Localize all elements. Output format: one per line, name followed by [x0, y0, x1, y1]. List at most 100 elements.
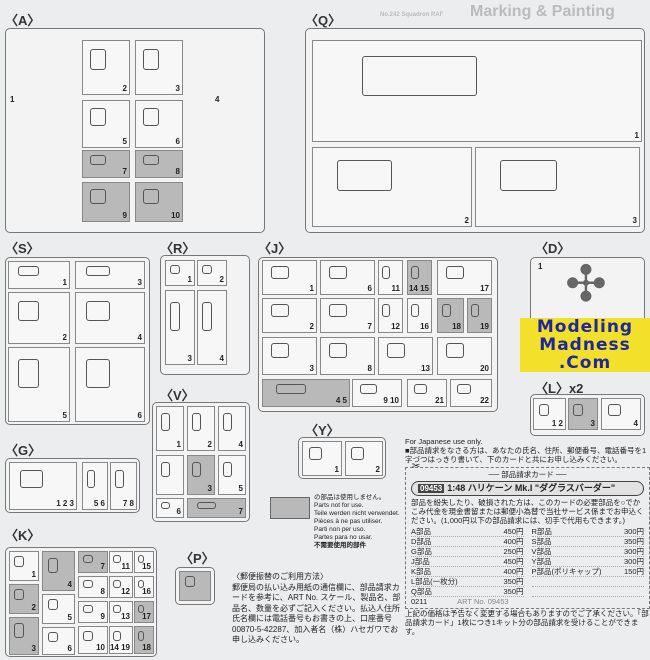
part-cell: 4	[75, 292, 145, 344]
postal-body: 郵便局の払い込み用紙の通信欄に、部品請求カードを参考に、ART No. スケール…	[232, 582, 401, 645]
part-number: 17	[480, 284, 489, 293]
part-number: 11	[121, 562, 130, 571]
price-part: A部品	[411, 527, 432, 536]
part-cell: 4	[601, 398, 641, 430]
part-number: 16	[142, 587, 151, 596]
part-cell: 6	[135, 100, 183, 148]
part-cell: 2	[82, 40, 130, 95]
part-number: 6	[175, 137, 180, 146]
part-drawing	[137, 555, 144, 563]
part-drawing	[471, 303, 480, 318]
part-drawing	[89, 48, 106, 71]
part-drawing	[538, 403, 550, 416]
part-number: 4	[633, 419, 638, 428]
part-drawing	[413, 383, 427, 395]
part-cell: 2	[197, 260, 227, 286]
part-cell: 1 2 3	[9, 462, 77, 510]
part-number: 13	[121, 612, 130, 621]
part-number: 4	[215, 95, 220, 104]
part-cell: 6	[156, 498, 184, 518]
part-drawing	[86, 358, 110, 389]
price-value: 350円	[503, 587, 524, 596]
part-drawing	[18, 300, 39, 321]
part-drawing	[18, 265, 39, 277]
part-cell: 3	[75, 261, 145, 289]
part-number: 2	[464, 216, 469, 225]
price-part: Y部品	[531, 557, 552, 566]
scissors-icon: ✂	[412, 461, 421, 472]
part-cell: 16	[407, 298, 432, 333]
section-title-v: 〈V〉	[160, 388, 195, 403]
header-subtitle: No.242 Squadron RAF	[380, 12, 444, 18]
section-title-p: 〈P〉	[180, 551, 215, 566]
section-title-y: 〈Y〉	[305, 423, 340, 438]
price-value: 350円	[503, 577, 524, 586]
price-part: P部品(ポリキャップ)	[531, 567, 602, 576]
price-part: D部品	[411, 537, 432, 546]
part-drawing	[270, 343, 290, 358]
part-cell: 8	[320, 337, 375, 375]
watermark-line: Modeling	[536, 317, 634, 337]
part-cell: 5	[82, 100, 130, 148]
part-number: 4	[137, 333, 142, 342]
legend-line: Teile werden nicht verwendet.	[314, 510, 400, 517]
part-number: 10	[96, 643, 105, 652]
part-drawing	[113, 580, 121, 588]
part-number: 11	[391, 284, 400, 293]
part-drawing	[457, 383, 471, 395]
card-body: 部品を紛失したり、破損された方は、このカードの必要部品を○でかこみ代金を現金書留…	[411, 498, 644, 525]
part-drawing	[202, 264, 212, 275]
part-number: 6	[67, 644, 72, 653]
part-drawing	[170, 301, 180, 332]
part-cell: 7	[78, 551, 108, 573]
part-number: 12	[121, 587, 130, 596]
part-cell: 5 6	[82, 462, 108, 510]
part-cell: 1	[165, 260, 195, 286]
part-drawing	[336, 159, 392, 191]
part-drawing	[142, 154, 159, 166]
part-drawing	[445, 343, 465, 358]
part-number: 21	[435, 396, 444, 405]
part-drawing	[86, 265, 110, 277]
part-drawing	[137, 580, 144, 588]
part-drawing	[14, 556, 24, 568]
price-value: 350円	[623, 537, 644, 546]
part-drawing	[86, 469, 95, 489]
part-drawing	[275, 383, 306, 395]
part-cell: 3	[9, 617, 39, 655]
part-drawing	[222, 461, 232, 477]
part-cell: 4	[42, 551, 75, 591]
part-cell: 7	[82, 150, 130, 178]
part-drawing	[83, 555, 93, 563]
japanese-only-note: For Japanese use only.	[405, 437, 483, 446]
part-cell: 3	[262, 337, 317, 375]
part-drawing	[328, 303, 348, 318]
price-part: L部品(一枚分)	[411, 577, 458, 586]
part-cell: 9 10	[352, 379, 402, 407]
price-part: R部品	[531, 527, 552, 536]
section-title-a: 〈A〉	[5, 13, 41, 28]
part-drawing	[411, 265, 420, 280]
parts-order-card: For Japanese use only. ■部品請求をなさる方は、あなたの氏…	[405, 437, 650, 636]
part-number: 8	[367, 364, 372, 373]
part-cell: 10	[78, 626, 108, 654]
legend-line: Parts not for use.	[314, 502, 364, 509]
legend-line: Pièces à ne pas utiliser.	[314, 518, 383, 525]
part-drawing	[500, 159, 558, 191]
part-drawing	[19, 469, 43, 489]
watermark-line: Madness	[539, 335, 631, 355]
part-cell: 3	[187, 455, 215, 495]
section-title-k: 〈K〉	[5, 528, 41, 543]
section-title-d: 〈D〉	[535, 241, 571, 256]
part-number: 14 15	[408, 284, 429, 293]
part-number: 22	[480, 396, 489, 405]
part-number: 1 2	[551, 419, 563, 428]
part-number: 1 2 3	[56, 499, 74, 508]
part-number: 16	[420, 322, 429, 331]
part-drawing	[411, 303, 420, 318]
part-cell: 1	[302, 441, 342, 476]
price-value: 150円	[623, 567, 644, 576]
